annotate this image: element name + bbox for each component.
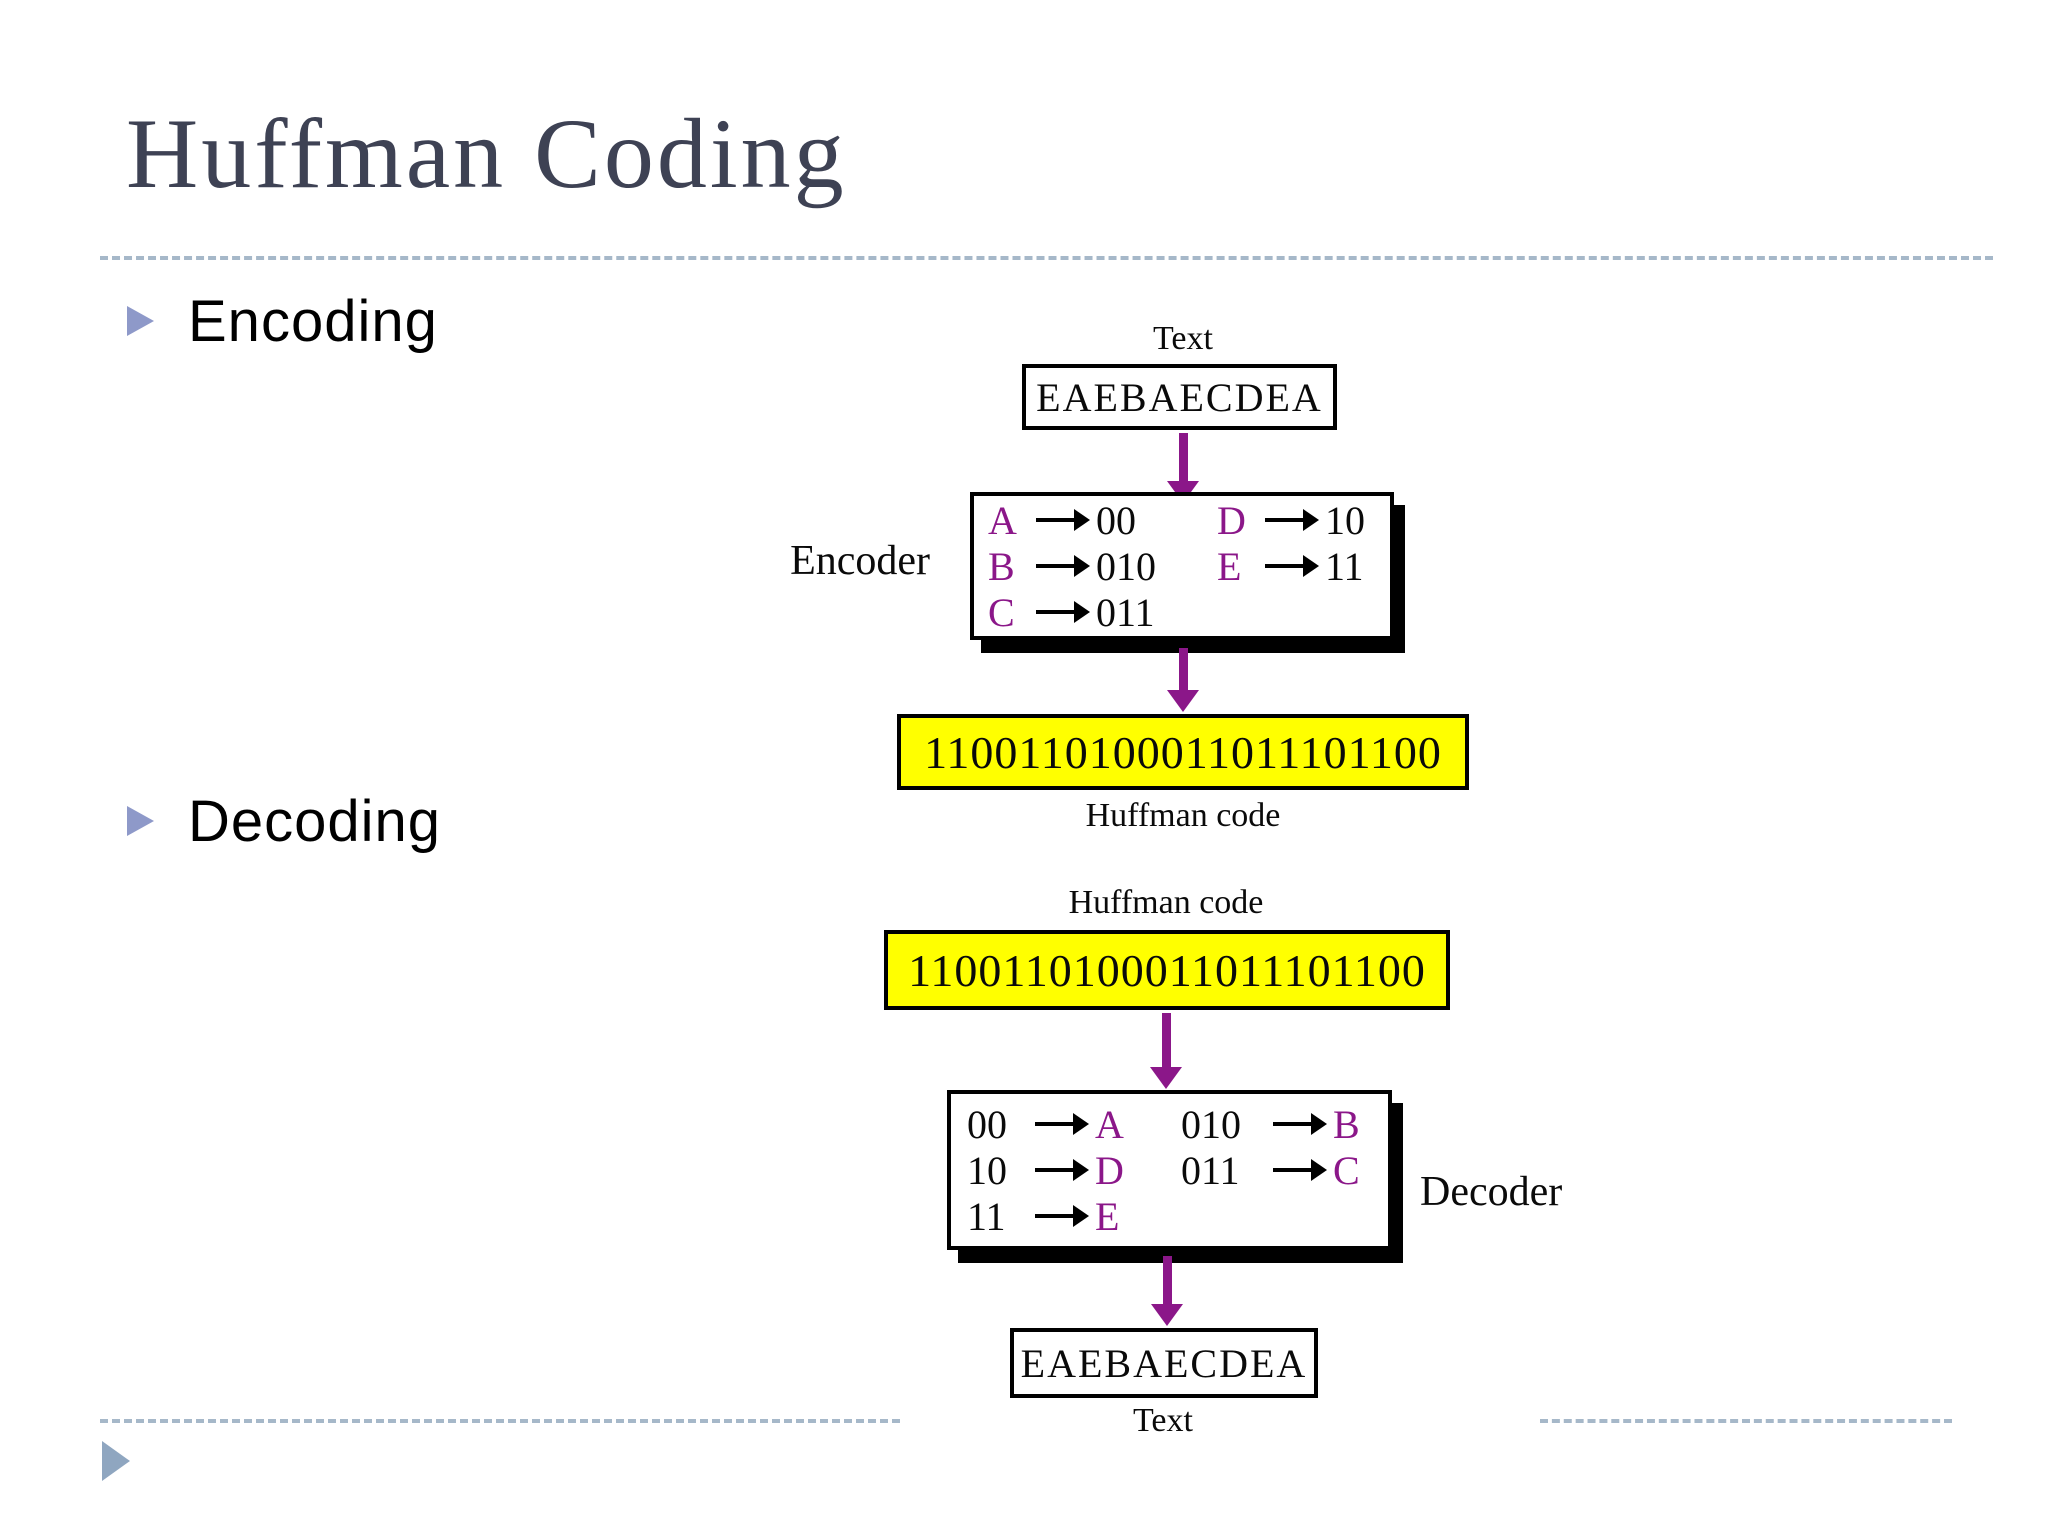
decoding-output-label: Text — [1133, 1402, 1193, 1439]
map-row: 011 C — [1181, 1147, 1360, 1193]
encoding-input-text: EAEBAECDEA — [1036, 374, 1323, 420]
map-from: 010 — [1181, 1101, 1241, 1147]
encoder-map-column-2: D 10 E 11 — [1217, 497, 1365, 589]
map-to: 11 — [1325, 543, 1364, 589]
map-row: A 00 — [988, 497, 1156, 543]
map-from: 11 — [967, 1193, 1006, 1239]
map-to: B — [1333, 1101, 1360, 1147]
down-arrow-icon — [1150, 1013, 1182, 1089]
bullet-label: Encoding — [188, 289, 438, 354]
page-title: Huffman Coding — [126, 98, 847, 209]
right-arrow-icon — [1035, 1113, 1089, 1135]
decoding-output-box: EAEBAECDEA — [1010, 1328, 1318, 1398]
bullet-encoding: Encoding — [127, 288, 438, 355]
right-arrow-icon — [1265, 555, 1319, 577]
footer-divider-left — [100, 1419, 900, 1423]
right-arrow-icon — [1036, 555, 1090, 577]
encoder-map-column-1: A 00 B 010 C 011 — [988, 497, 1156, 635]
encoding-input-label: Text — [1153, 320, 1213, 357]
right-arrow-icon — [1273, 1159, 1327, 1181]
encoder-label: Encoder — [790, 538, 930, 584]
map-to: A — [1095, 1101, 1124, 1147]
decoder-box: 00 A 10 D 11 E 010 B 011 — [947, 1090, 1392, 1250]
map-row: B 010 — [988, 543, 1156, 589]
map-from: 10 — [967, 1147, 1007, 1193]
map-to: 10 — [1325, 497, 1365, 543]
bullet-triangle-icon — [127, 306, 154, 336]
title-divider — [100, 256, 1993, 260]
right-arrow-icon — [1273, 1113, 1327, 1135]
map-from: E — [1217, 543, 1242, 589]
right-arrow-icon — [1036, 601, 1090, 623]
map-row: D 10 — [1217, 497, 1365, 543]
right-arrow-icon — [1035, 1205, 1089, 1227]
map-to: 00 — [1096, 497, 1136, 543]
map-to: C — [1333, 1147, 1360, 1193]
map-row: E 11 — [1217, 543, 1365, 589]
map-row: 11 E — [967, 1193, 1124, 1239]
map-to: E — [1095, 1193, 1120, 1239]
footer-triangle-icon — [102, 1441, 130, 1481]
decoder-map-column-2: 010 B 011 C — [1181, 1101, 1360, 1193]
map-to: 011 — [1096, 589, 1155, 635]
decoding-input-code: 1100110100011011101100 — [908, 944, 1426, 996]
map-row: 00 A — [967, 1101, 1124, 1147]
map-row: C 011 — [988, 589, 1156, 635]
decoding-input-box: 1100110100011011101100 — [884, 930, 1450, 1010]
map-from: C — [988, 589, 1015, 635]
map-to: D — [1095, 1147, 1124, 1193]
down-arrow-icon — [1151, 1256, 1183, 1326]
decoder-label: Decoder — [1420, 1169, 1563, 1215]
decoding-input-label: Huffman code — [1068, 884, 1264, 921]
decoding-output-text: EAEBAECDEA — [1020, 1340, 1308, 1386]
map-from: 011 — [1181, 1147, 1240, 1193]
footer-divider-right — [1540, 1419, 1952, 1423]
bullet-triangle-icon — [127, 806, 154, 836]
encoding-output-label: Huffman code — [1085, 797, 1281, 834]
map-row: 010 B — [1181, 1101, 1360, 1147]
map-to: 010 — [1096, 543, 1156, 589]
map-from: B — [988, 543, 1015, 589]
map-row: 10 D — [967, 1147, 1124, 1193]
down-arrow-icon — [1167, 648, 1199, 712]
bullet-decoding: Decoding — [127, 788, 441, 855]
right-arrow-icon — [1035, 1159, 1089, 1181]
map-from: A — [988, 497, 1017, 543]
right-arrow-icon — [1036, 509, 1090, 531]
encoder-box: A 00 B 010 C 011 D 10 E — [970, 492, 1394, 640]
encoding-input-box: EAEBAECDEA — [1022, 364, 1337, 430]
bullet-label: Decoding — [188, 789, 442, 854]
encoding-output-code: 1100110100011011101100 — [924, 726, 1442, 778]
decoder-map-column-1: 00 A 10 D 11 E — [967, 1101, 1124, 1239]
map-from: D — [1217, 497, 1246, 543]
map-from: 00 — [967, 1101, 1007, 1147]
encoding-output-box: 1100110100011011101100 — [897, 714, 1469, 790]
right-arrow-icon — [1265, 509, 1319, 531]
